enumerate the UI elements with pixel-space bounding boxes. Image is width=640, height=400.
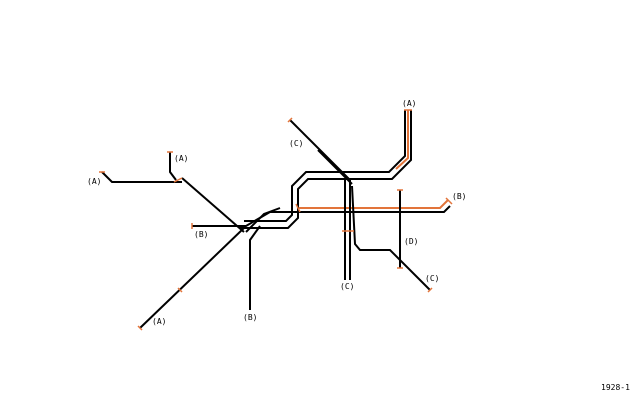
label-a-left-outer: (A) <box>87 177 101 186</box>
track-a-east-2 <box>244 110 406 222</box>
track-b-main-2 <box>245 207 281 233</box>
label-a-top-right: (A) <box>402 99 416 108</box>
track-a-west-diagonal <box>181 177 245 233</box>
terminal-c-top-left <box>287 117 293 123</box>
terminal-a-mid-diagonal <box>177 287 183 293</box>
label-c-center: (C) <box>340 282 354 291</box>
track-c-northwest <box>289 119 351 181</box>
line-labels: (A) (A) (A) (A) (B) (B) (B) (C) (C) (C) … <box>87 99 466 326</box>
track-b-south <box>249 225 261 310</box>
track-a-west-upper <box>169 152 177 181</box>
track-c-northwest-2 <box>317 149 353 185</box>
orange-routes <box>298 110 449 209</box>
label-b-right: (B) <box>452 192 466 201</box>
terminal-markers <box>99 109 453 331</box>
figure-caption: 1928-1 <box>601 383 630 392</box>
terminal-c-bottom-right <box>427 287 433 293</box>
track-a-east-1 <box>240 110 412 229</box>
track-a-southwest <box>139 227 245 329</box>
label-b-bottom: (B) <box>243 313 257 322</box>
route-b-orange-horizontal <box>298 199 449 209</box>
label-c-bottom-right: (C) <box>425 274 439 283</box>
label-c-top-left: (C) <box>289 139 303 148</box>
track-c-southeast <box>351 185 431 291</box>
terminal-a-bottom-left <box>137 325 143 331</box>
black-tracks <box>101 110 451 329</box>
terminal-b-right <box>445 197 453 205</box>
label-a-bottom-left: (A) <box>152 317 166 326</box>
terminal-a-left-upper-join <box>173 177 183 183</box>
terminal-b-mid <box>295 203 301 213</box>
label-b-left: (B) <box>194 230 208 239</box>
label-d-right: (D) <box>404 237 418 246</box>
label-a-left-upper: (A) <box>174 154 188 163</box>
track-a-west-outer <box>101 171 182 183</box>
route-a-orange-top-right <box>395 110 409 170</box>
